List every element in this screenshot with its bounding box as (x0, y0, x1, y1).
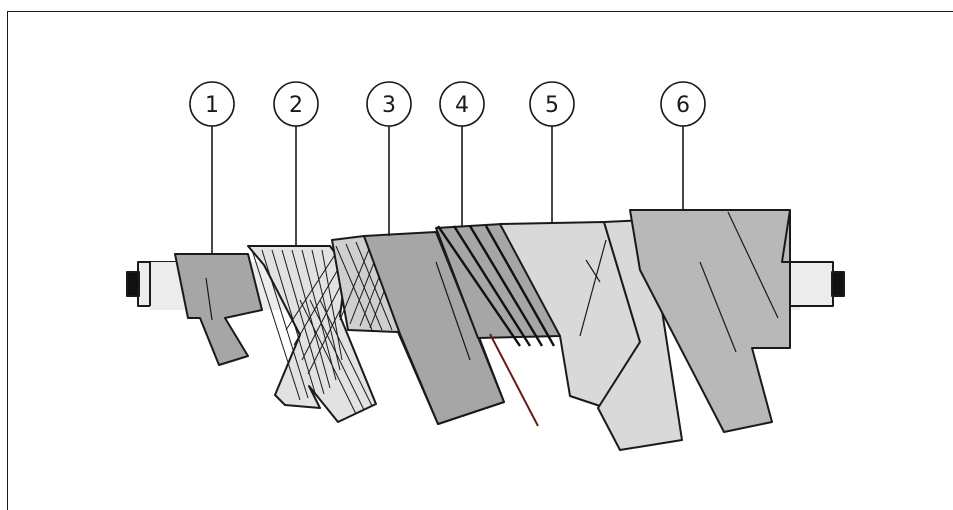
callout-4-label: 4 (455, 93, 469, 118)
callout-1-circle (189, 81, 235, 127)
frame-border-left (7, 11, 8, 510)
callout-6-circle (660, 81, 706, 127)
leader-lines (211, 126, 684, 254)
callout-4-circle (439, 81, 485, 127)
callout-2-circle (273, 81, 319, 127)
layer-3-braid (331, 231, 505, 425)
callout-5-label: 5 (545, 93, 559, 118)
callout-6-label: 6 (676, 93, 690, 118)
layer-1-tape (174, 253, 263, 366)
callout-3-label: 3 (382, 93, 396, 118)
callout-3-circle (366, 81, 412, 127)
end-cap-right (831, 271, 845, 297)
layer-6-outer-jacket (629, 209, 791, 433)
frame-border-top (7, 11, 953, 12)
end-cap-left (126, 271, 140, 297)
callout-5-circle (529, 81, 575, 127)
callout-1-label: 1 (205, 93, 219, 118)
callout-2-label: 2 (289, 93, 303, 118)
layer-2-stranded (247, 245, 377, 423)
